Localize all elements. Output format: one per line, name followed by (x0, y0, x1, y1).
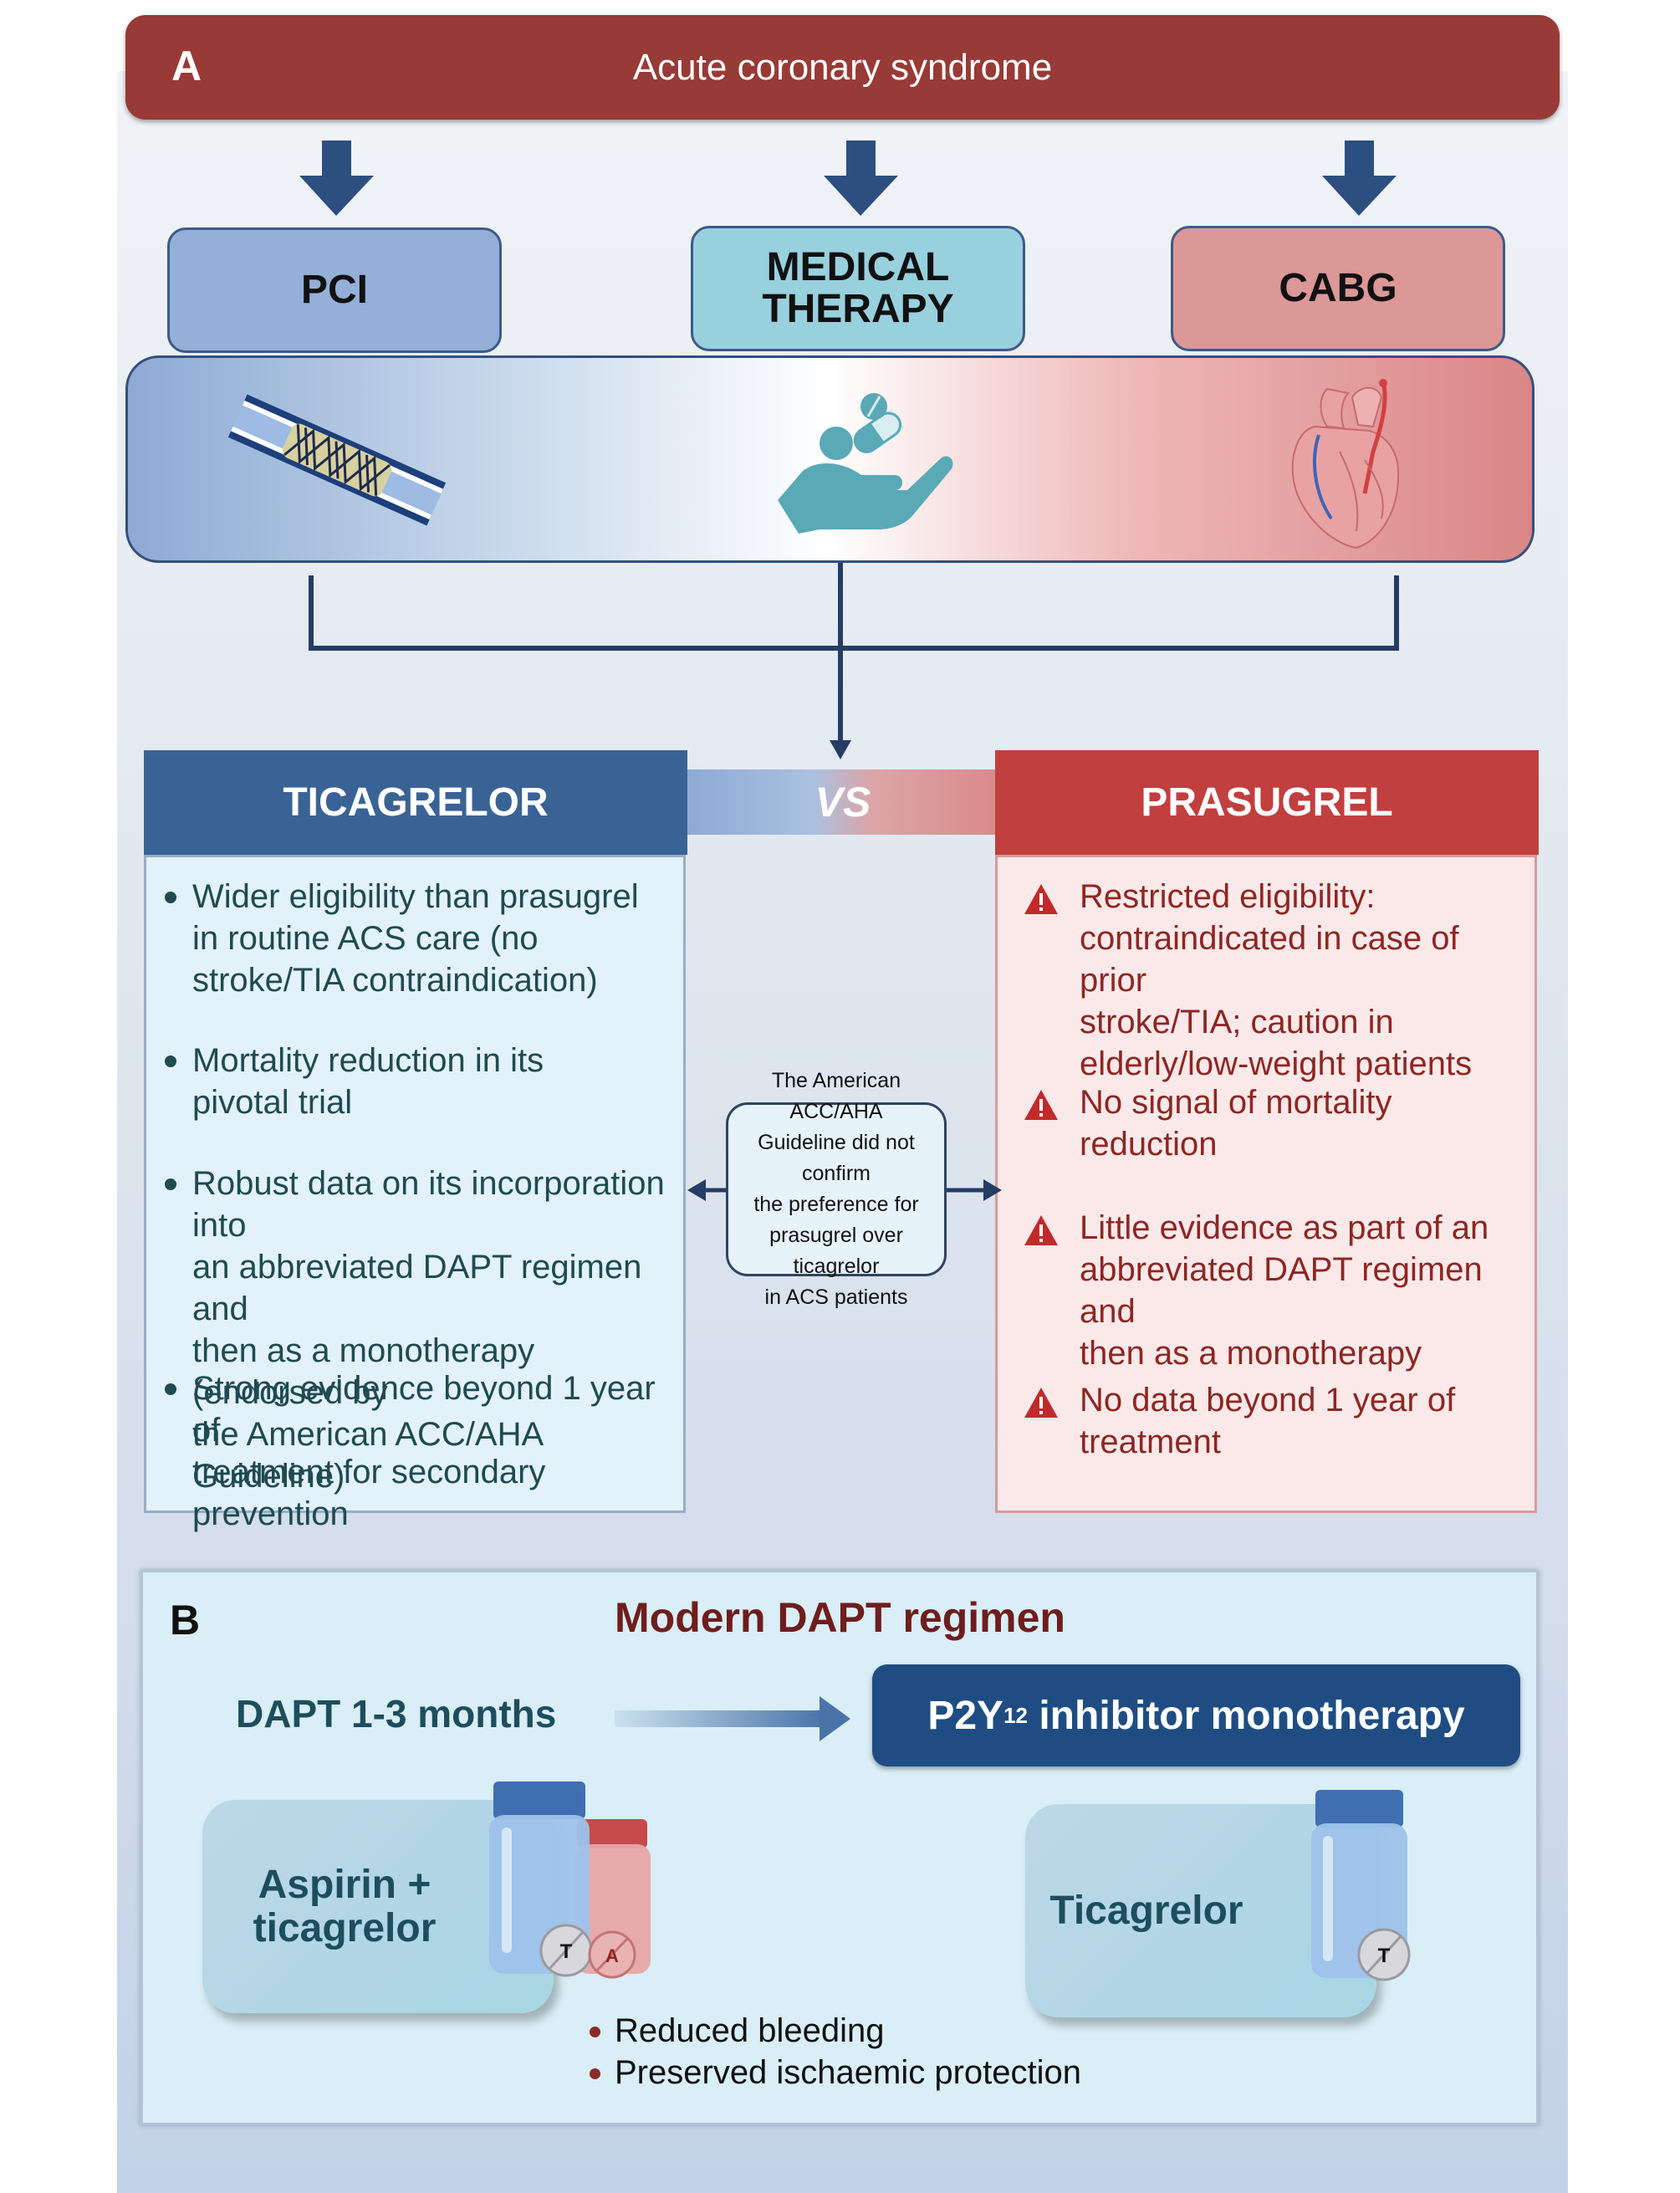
mono-label-rest: inhibitor monotherapy (1028, 1693, 1465, 1738)
pill-bottle-icon: T (1311, 1790, 1411, 1981)
ticagrelor-point-3: Robust data on its incorporation into an… (192, 1165, 665, 1495)
connector-bracket (309, 563, 1399, 759)
list-item: Preserved ischaemic protection (590, 2052, 1081, 2093)
medical-therapy-box: MEDICAL THERAPY (691, 226, 1025, 351)
warning-icon (1024, 1215, 1058, 1245)
warning-icon (1024, 1388, 1058, 1418)
prasugrel-body: Restricted eligibility: contraindicated … (995, 855, 1537, 1513)
vs-bar: VS (687, 769, 998, 835)
prasugrel-point-1: Restricted eligibility: contraindicated … (1080, 878, 1473, 1082)
mono-subscript: 12 (1003, 1702, 1028, 1728)
bottle-label-t: T (560, 1940, 573, 1963)
ticagrelor-point-2: Mortality reduction in its pivotal trial (192, 1042, 544, 1121)
ticagrelor-body: Wider eligibility than prasugrel in rout… (144, 855, 686, 1532)
bottle-label-a: A (605, 1945, 619, 1966)
ticagrelor-point-4: Strong evidence beyond 1 year of treatme… (192, 1370, 656, 1532)
benefit-1: Reduced bleeding (615, 2012, 885, 2049)
arrow-down-icon (1322, 141, 1397, 216)
bullet (165, 1383, 176, 1395)
banner-title: Acute coronary syndrome (632, 47, 1053, 88)
prasugrel-point-3: Little evidence as part of an abbreviate… (1080, 1209, 1489, 1372)
bullet (590, 2027, 600, 2037)
warning-icon (1024, 1090, 1058, 1120)
cabg-box: CABG (1171, 226, 1505, 351)
bottle-label-t: T (1378, 1945, 1391, 1967)
ticagrelor-header: TICAGRELOR (144, 750, 687, 855)
benefit-2: Preserved ischaemic protection (615, 2054, 1082, 2091)
bullet (165, 1056, 176, 1067)
prasugrel-point-4: No data beyond 1 year of treatment (1080, 1382, 1456, 1460)
pill-bottles-icon: T A (489, 1781, 651, 1979)
transition-arrow-icon (615, 1696, 850, 1741)
benefits-list: Reduced bleeding Preserved ischaemic pro… (590, 2010, 1081, 2093)
arrow-down-icon (299, 141, 374, 216)
prasugrel-point-2: No signal of mortality reduction (1080, 1084, 1392, 1163)
mono-label: P2Y (927, 1693, 1004, 1738)
hand-pills-icon (778, 393, 953, 534)
stent-icon (227, 394, 447, 526)
bullet (165, 892, 176, 903)
pci-box: PCI (167, 227, 502, 353)
acs-banner: Acute coronary syndrome (125, 15, 1560, 120)
section-letter-a: A (171, 43, 202, 89)
arrow-down-icon (824, 141, 898, 216)
prasugrel-header: PRASUGREL (995, 750, 1539, 855)
guideline-note: The American ACC/AHA Guideline did not c… (726, 1069, 947, 1309)
warning-icon (1024, 884, 1058, 914)
dapt-duration-label: DAPT 1-3 months (236, 1692, 557, 1735)
section-letter-b: B (170, 1597, 201, 1643)
heart-bypass-icon (1291, 379, 1400, 550)
list-item: Reduced bleeding (590, 2010, 1081, 2052)
panel-b-title: Modern DAPT regimen (615, 1594, 1065, 1641)
ticagrelor-point-1: Wider eligibility than prasugrel in rout… (192, 878, 639, 999)
vs-label: VS (814, 779, 871, 826)
bullet (165, 1178, 176, 1190)
bullet (590, 2068, 600, 2079)
